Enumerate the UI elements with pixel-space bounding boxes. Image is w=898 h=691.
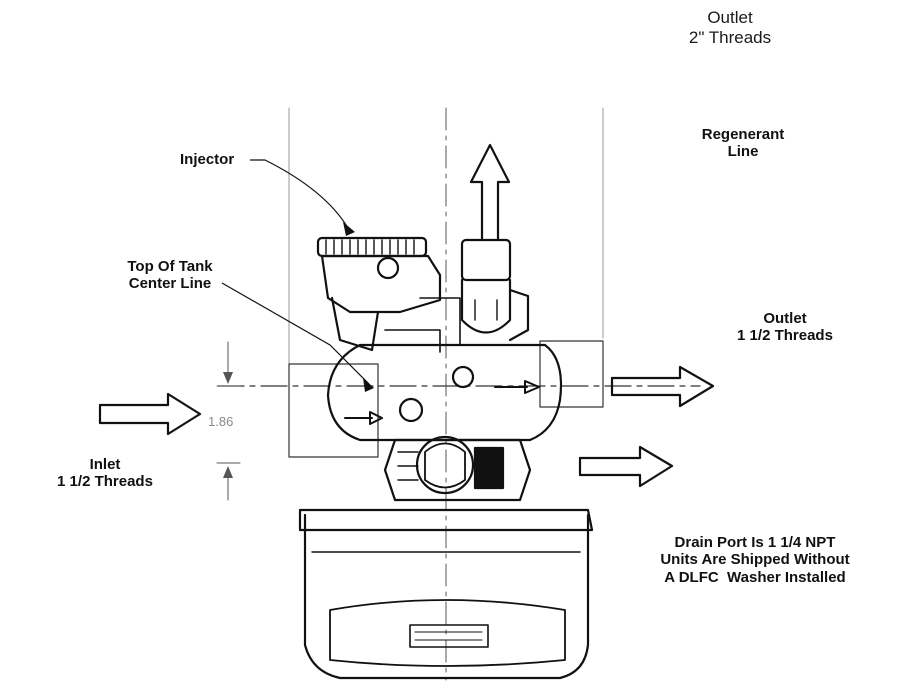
injector-leader: [250, 159, 349, 229]
dim-arrow-bottom-head: [223, 466, 233, 478]
drain-note: Drain Port Is 1 1/4 NPT Units Are Shippe…: [620, 534, 890, 586]
drain-note-line1: Drain Port Is 1 1/4 NPT: [674, 534, 836, 551]
outlet-side-line1: Outlet: [763, 310, 807, 327]
inlet-port-box: [288, 363, 379, 458]
outlet-arrow: [610, 365, 715, 408]
regenerant-elbow: [460, 278, 512, 334]
regenerant-line1: Regenerant: [701, 126, 785, 143]
top-of-tank-line1: Top Of Tank: [127, 258, 213, 275]
drain-note-line2: Units Are Shipped Without: [660, 551, 850, 569]
top-of-tank-leader: [221, 282, 371, 386]
inlet-label: Inlet 1 1/2 Threads: [30, 456, 180, 491]
regenerant-label: Regenerant Line: [688, 126, 798, 161]
drain-arrow: [578, 445, 674, 488]
top-of-tank-label: Top Of Tank Center Line: [95, 258, 245, 293]
outlet-top-label: Outlet 2" Threads: [680, 8, 780, 47]
inlet-line1: Inlet: [89, 456, 121, 473]
regenerant-fitting: [508, 288, 530, 342]
body-screw-top: [451, 365, 475, 389]
outlet-port-box: [539, 340, 604, 408]
injector-screw: [376, 256, 400, 280]
injector-stem: [330, 296, 380, 352]
outlet-top-line2: 2" Threads: [688, 27, 772, 47]
drain-clip: [424, 442, 466, 489]
regenerant-arrow: [469, 143, 511, 242]
outlet-top-line1: Outlet: [707, 8, 753, 27]
injector-body: [320, 254, 442, 314]
injector-label: Injector: [180, 151, 235, 168]
drain-fitting-shaded: [473, 446, 505, 490]
outlet-side-line2: 1 1/2 Threads: [737, 327, 833, 345]
drain-note-line3: A DLFC Washer Installed: [664, 568, 846, 586]
regenerant-port-cap: [460, 238, 512, 282]
flow-indicator-right: [494, 380, 540, 394]
flow-indicator-left: [344, 411, 383, 425]
drain-housing: [383, 438, 532, 502]
injector-knurl: [325, 239, 415, 255]
regenerant-line2: Line: [727, 143, 759, 161]
inlet-line2: 1 1/2 Threads: [57, 473, 153, 491]
drain-clip-ring: [415, 435, 475, 495]
timer-front-panel: [329, 599, 566, 667]
timer-housing: [303, 513, 590, 680]
body-screw-left: [398, 397, 424, 423]
outlet-side-label: Outlet 1 1/2 Threads: [720, 310, 850, 345]
timer-display: [409, 624, 489, 648]
timer-top-lip: [298, 508, 594, 532]
dimension-label: 1.86: [208, 414, 234, 429]
top-of-tank-line2: Center Line: [128, 275, 212, 293]
dim-arrow-top-head: [223, 372, 233, 384]
inlet-arrow: [98, 392, 202, 436]
